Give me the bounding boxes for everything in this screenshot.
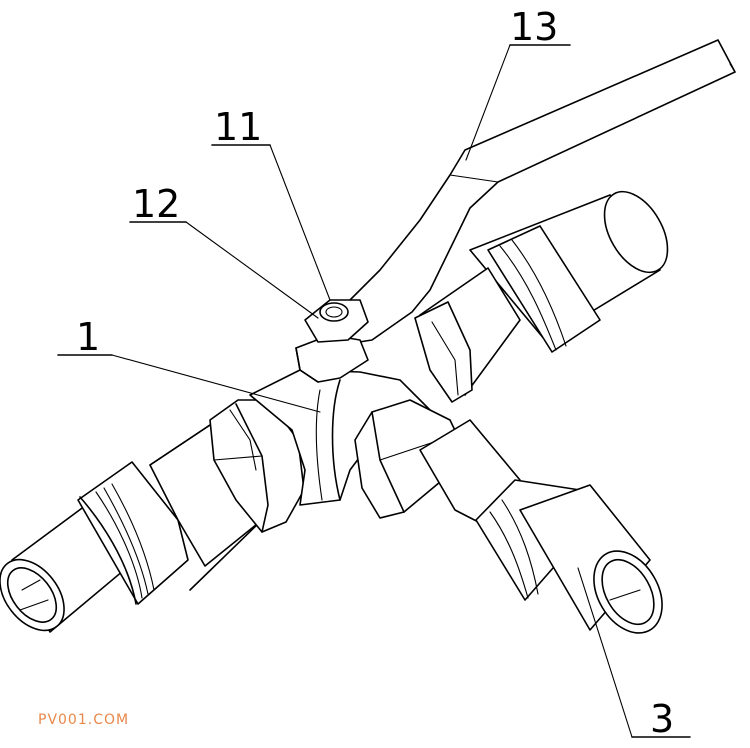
rear-hex-nut [414,301,473,403]
rear-sleeve-nut [487,225,601,353]
callout-1: 1 [76,315,100,359]
callout-12: 12 [132,182,180,226]
watermark: PV001.COM [38,712,130,728]
leader-lines [57,44,691,738]
left-sleeve-nut [77,461,189,605]
callout-11: 11 [214,105,262,149]
left-hex-nut [209,399,305,533]
callout-13: 13 [510,5,558,49]
callout-3: 3 [650,697,674,741]
front-pipe [519,484,663,634]
handle-lever [329,39,736,346]
stem-nut [295,299,369,383]
